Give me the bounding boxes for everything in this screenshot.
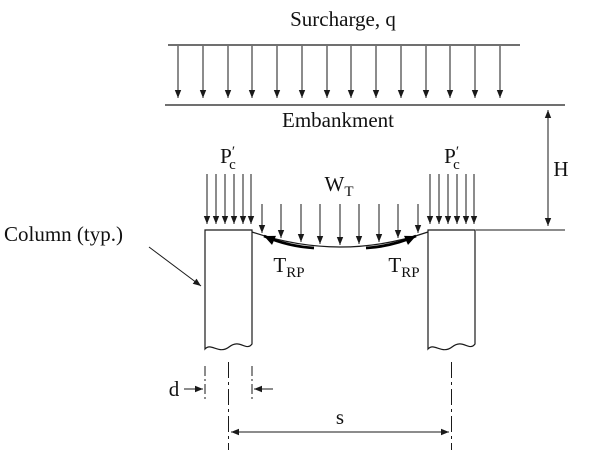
left-column: [204, 229, 253, 351]
spacing-dimension: s: [231, 405, 449, 436]
surcharge-label: Surcharge, q: [290, 7, 396, 31]
right-column-load-arrows: [426, 174, 478, 224]
column-callout: Column (typ.): [4, 222, 202, 287]
left-tension-arrow: [263, 234, 315, 250]
right-tension-label: TRP: [388, 253, 419, 281]
left-column-load-arrows: [203, 174, 255, 224]
width-dimension-label: d: [169, 377, 180, 401]
right-tension-arrow: [365, 234, 417, 250]
column-callout-label: Column (typ.): [4, 222, 123, 246]
spacing-dimension-label: s: [336, 405, 344, 429]
left-tension-label: TRP: [273, 253, 304, 281]
embankment-label: Embankment: [282, 108, 394, 132]
column-callout-leader-arrow: [148, 246, 202, 287]
embankment-weight-arrows: [258, 204, 422, 245]
height-dimension-label: H: [553, 157, 568, 181]
width-dimension: d: [169, 377, 273, 401]
right-column-load-label: P′c: [444, 144, 460, 173]
embankment-weight-label: WT: [325, 172, 354, 200]
surcharge-arrows: [174, 46, 504, 98]
right-column: [427, 229, 476, 351]
height-dimension: H: [544, 110, 569, 226]
left-column-load-label: P′c: [220, 144, 236, 173]
